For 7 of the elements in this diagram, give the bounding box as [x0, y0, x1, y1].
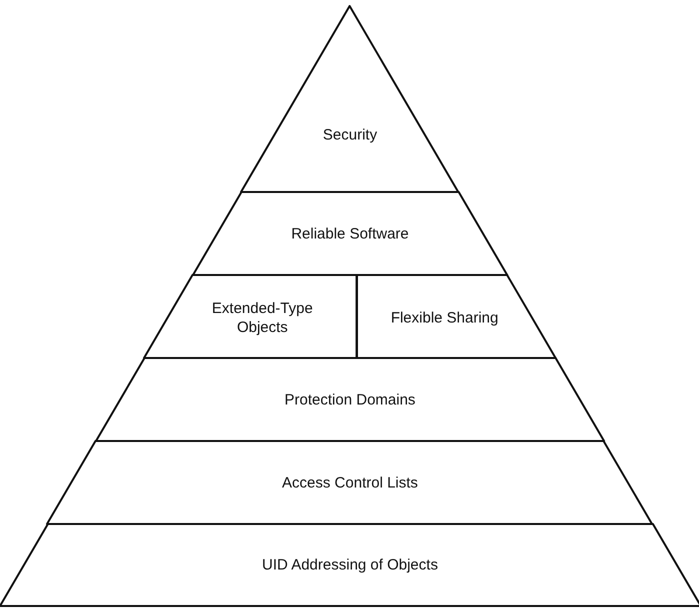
level-label: Extended-Type Objects	[210, 299, 314, 337]
level-label: Flexible Sharing	[390, 308, 500, 328]
level-label: Protection Domains	[284, 390, 416, 410]
level-label: Access Control Lists	[281, 474, 419, 492]
level-label: UID Addressing of Objects	[261, 556, 439, 574]
level-label: Reliable Software	[290, 224, 410, 244]
level-label: Security	[322, 126, 378, 144]
